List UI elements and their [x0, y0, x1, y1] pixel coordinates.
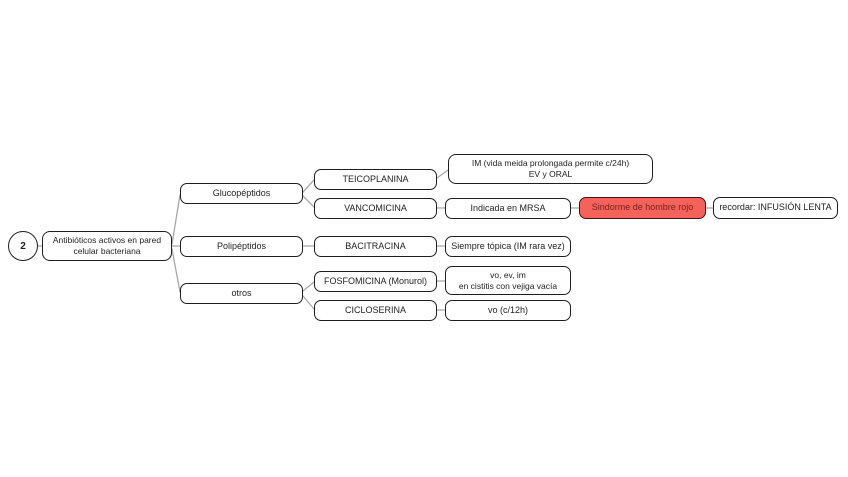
note-fosfomicina-line2: en cistitis con vejiga vacía	[458, 280, 558, 291]
group-node-glucopeptidos[interactable]: Glucopéptidos	[180, 183, 303, 204]
group-node-polipeptidos[interactable]: Polipéptidos	[180, 236, 303, 257]
note-node-infusion-reminder[interactable]: recordar: INFUSIÓN LENTA	[713, 197, 838, 219]
note-fosfomicina-line1: vo, ev, im	[490, 269, 526, 280]
drug-node-vancomicina[interactable]: VANCOMICINA	[314, 198, 437, 219]
connector	[171, 248, 181, 293]
connector	[302, 179, 315, 193]
root-node[interactable]: Antibióticos activos en pared celular ba…	[42, 231, 172, 261]
root-number-badge[interactable]: 2	[8, 231, 38, 261]
connector	[302, 195, 315, 208]
connector	[302, 281, 315, 292]
warning-node-red-man-syndrome[interactable]: Sindorme de hombre rojo	[579, 197, 706, 219]
drug-node-cicloserina[interactable]: CICLOSERINA	[314, 300, 437, 321]
root-title-line1: Antibióticos activos en pared	[52, 235, 162, 246]
note-teicoplanina-line1: IM (vida meida prolongada permite c/24h)	[471, 158, 630, 169]
connector	[302, 295, 315, 310]
note-node-fosfomicina-admin[interactable]: vo, ev, im en cistitis con vejiga vacía	[445, 266, 571, 295]
connector	[436, 169, 449, 179]
group-node-otros[interactable]: otros	[180, 283, 303, 304]
connector	[171, 194, 181, 245]
note-node-vancomicina-indication[interactable]: Indicada en MRSA	[445, 198, 571, 219]
note-teicoplanina-line2: EV y ORAL	[528, 169, 573, 179]
root-title-line2: celular bacteriana	[73, 246, 141, 256]
note-node-cicloserina-dosing[interactable]: vo (c/12h)	[445, 300, 571, 321]
drug-node-fosfomicina[interactable]: FOSFOMICINA (Monurol)	[314, 271, 437, 292]
note-node-teicoplanina-admin[interactable]: IM (vida meida prolongada permite c/24h)…	[448, 154, 653, 184]
drug-node-teicoplanina[interactable]: TEICOPLANINA	[314, 169, 437, 190]
drug-node-bacitracina[interactable]: BACITRACINA	[314, 236, 437, 257]
note-node-bacitracina-topica[interactable]: Siempre tópica (IM rara vez)	[445, 236, 571, 257]
